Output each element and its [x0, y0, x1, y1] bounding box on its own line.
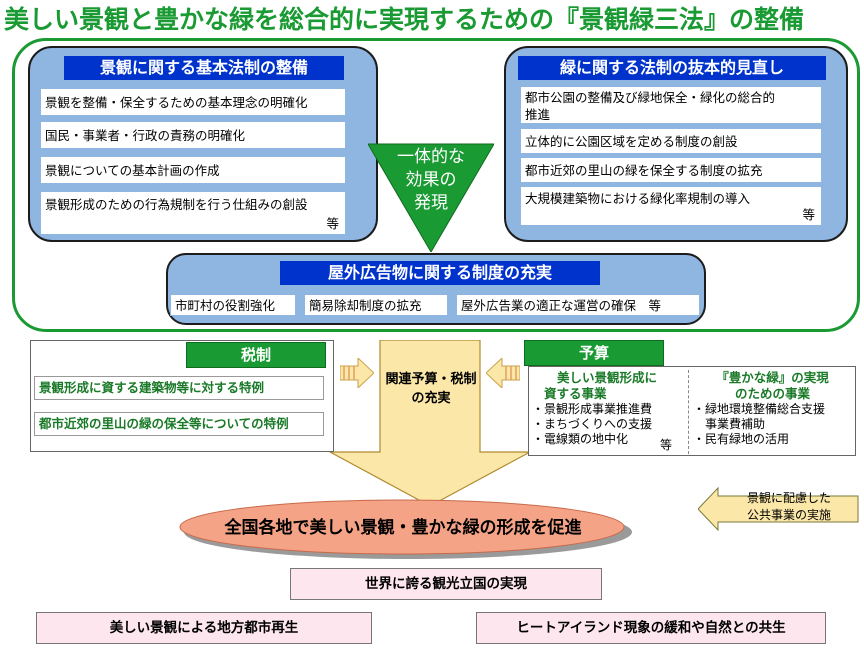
budget-green-item-3: ・民有緑地の活用: [693, 432, 790, 446]
green-law-item-3: 都市近郊の里山の緑を保全する制度の拡充: [520, 157, 822, 183]
landscape-law-item-2: 国民・事業者・行政の責務の明確化: [40, 121, 346, 149]
unified-effect-line1: 一体的な: [397, 147, 465, 167]
green-law-item-2: 立体的に公園区域を定める制度の創設: [520, 128, 822, 154]
budget-green-group: 『豊かな緑』の実現 のための事業 ・緑地環境整備総合支援 事業費補助 ・民有緑地…: [688, 370, 852, 454]
budget-to-center-arrow: [486, 358, 520, 388]
related-budget-tax-line1: 関連予算・税制: [385, 372, 477, 387]
related-budget-tax-line2: の充実: [411, 391, 451, 406]
tax-item-1: 景観形成に資する建築物等に対する特例: [34, 376, 324, 400]
budget-green-item-2: 事業費補助: [693, 417, 766, 431]
tax-to-center-arrow: [340, 358, 374, 388]
landscape-law-item-1: 景観を整備・保全するための基本理念の明確化: [40, 88, 346, 116]
landscape-law-etc: 等: [326, 216, 339, 231]
promotion-down-arrow: [329, 340, 531, 507]
budget-landscape-etc: 等: [660, 438, 673, 452]
green-law-item-1-line2: 推進: [525, 107, 551, 122]
result-heat-island: ヒートアイランド現象の緩和や自然との共生: [476, 612, 826, 644]
unified-effect-triangle: [368, 143, 494, 252]
green-law-item-1-line1: 都市公園の整備及び緑地保全・緑化の総合的: [525, 90, 776, 105]
budget-landscape-item-2: ・まちづくりへの支援: [532, 417, 653, 431]
budget-landscape-item-1: ・景観形成事業推進費: [532, 402, 653, 416]
tax-label: 税制: [186, 342, 326, 368]
budget-landscape-item-3: ・電線類の地中化: [532, 432, 629, 446]
landscape-law-item-3: 景観についての基本計画の作成: [40, 156, 346, 184]
public-works-note-line1: 景観に配慮した: [746, 491, 831, 505]
budget-green-head-line2: のための事業: [734, 386, 810, 401]
public-works-arrow: [698, 486, 859, 532]
budget-green-head-line1: 『豊かな緑』の実現: [716, 370, 829, 385]
result-regional-revitalization: 美しい景観による地方都市再生: [36, 612, 372, 644]
landscape-law-item-4: 景観形成のための行為規制を行う仕組みの創設 等: [40, 191, 346, 235]
unified-effect-text: 一体的な 効果の 発現: [378, 146, 484, 215]
outdoor-ad-item-2: 簡易除却制度の拡充: [304, 294, 448, 316]
promotion-ellipse: [179, 499, 632, 559]
tax-item-2: 都市近郊の里山の緑の保全等についての特例: [34, 412, 324, 436]
green-law-item-1: 都市公園の整備及び緑地保全・緑化の総合的 推進: [520, 86, 822, 124]
outdoor-ad-item-3: 屋外広告業の適正な運営の確保 等: [456, 294, 700, 316]
public-works-note: 景観に配慮した 公共事業の実施: [722, 490, 856, 524]
green-law-etc: 等: [802, 207, 815, 222]
budget-landscape-head-line1: 美しい景観形成に: [556, 370, 657, 385]
budget-section: [528, 366, 856, 456]
landscape-law-item-4-text: 景観形成のための行為規制を行う仕組みの創設: [45, 197, 308, 212]
green-law-header: 緑に関する法制の抜本的見直し: [518, 56, 826, 80]
green-law-item-4-text: 大規模建築物における緑化率規制の導入: [525, 191, 751, 206]
outdoor-ad-header: 屋外広告物に関する制度の充実: [280, 261, 600, 285]
result-tourism: 世界に誇る観光立国の実現: [290, 568, 602, 600]
green-law-item-4: 大規模建築物における緑化率規制の導入 等: [520, 186, 822, 226]
promotion-ellipse-text: 全国各地で美しい景観・豊かな緑の形成を促進: [224, 518, 582, 538]
landscape-law-header: 景観に関する基本法制の整備: [64, 56, 344, 80]
page-title: 美しい景観と豊かな緑を総合的に実現するための『景観緑三法』の整備: [4, 5, 805, 34]
budget-landscape-group: 美しい景観形成に 資する事業 ・景観形成事業推進費 ・まちづくりへの支援 ・電線…: [532, 370, 682, 454]
budget-green-item-1: ・緑地環境整備総合支援: [693, 402, 826, 416]
budget-landscape-head-line2: 資する事業: [544, 386, 607, 401]
unified-effect-line2: 効果の: [405, 170, 457, 190]
outdoor-ad-item-1: 市町村の役割強化: [170, 294, 296, 316]
budget-label: 予算: [524, 340, 664, 366]
public-works-note-line2: 公共事業の実施: [746, 508, 831, 522]
related-budget-tax-text: 関連予算・税制 の充実: [376, 370, 486, 408]
unified-effect-line3: 発現: [414, 193, 448, 213]
